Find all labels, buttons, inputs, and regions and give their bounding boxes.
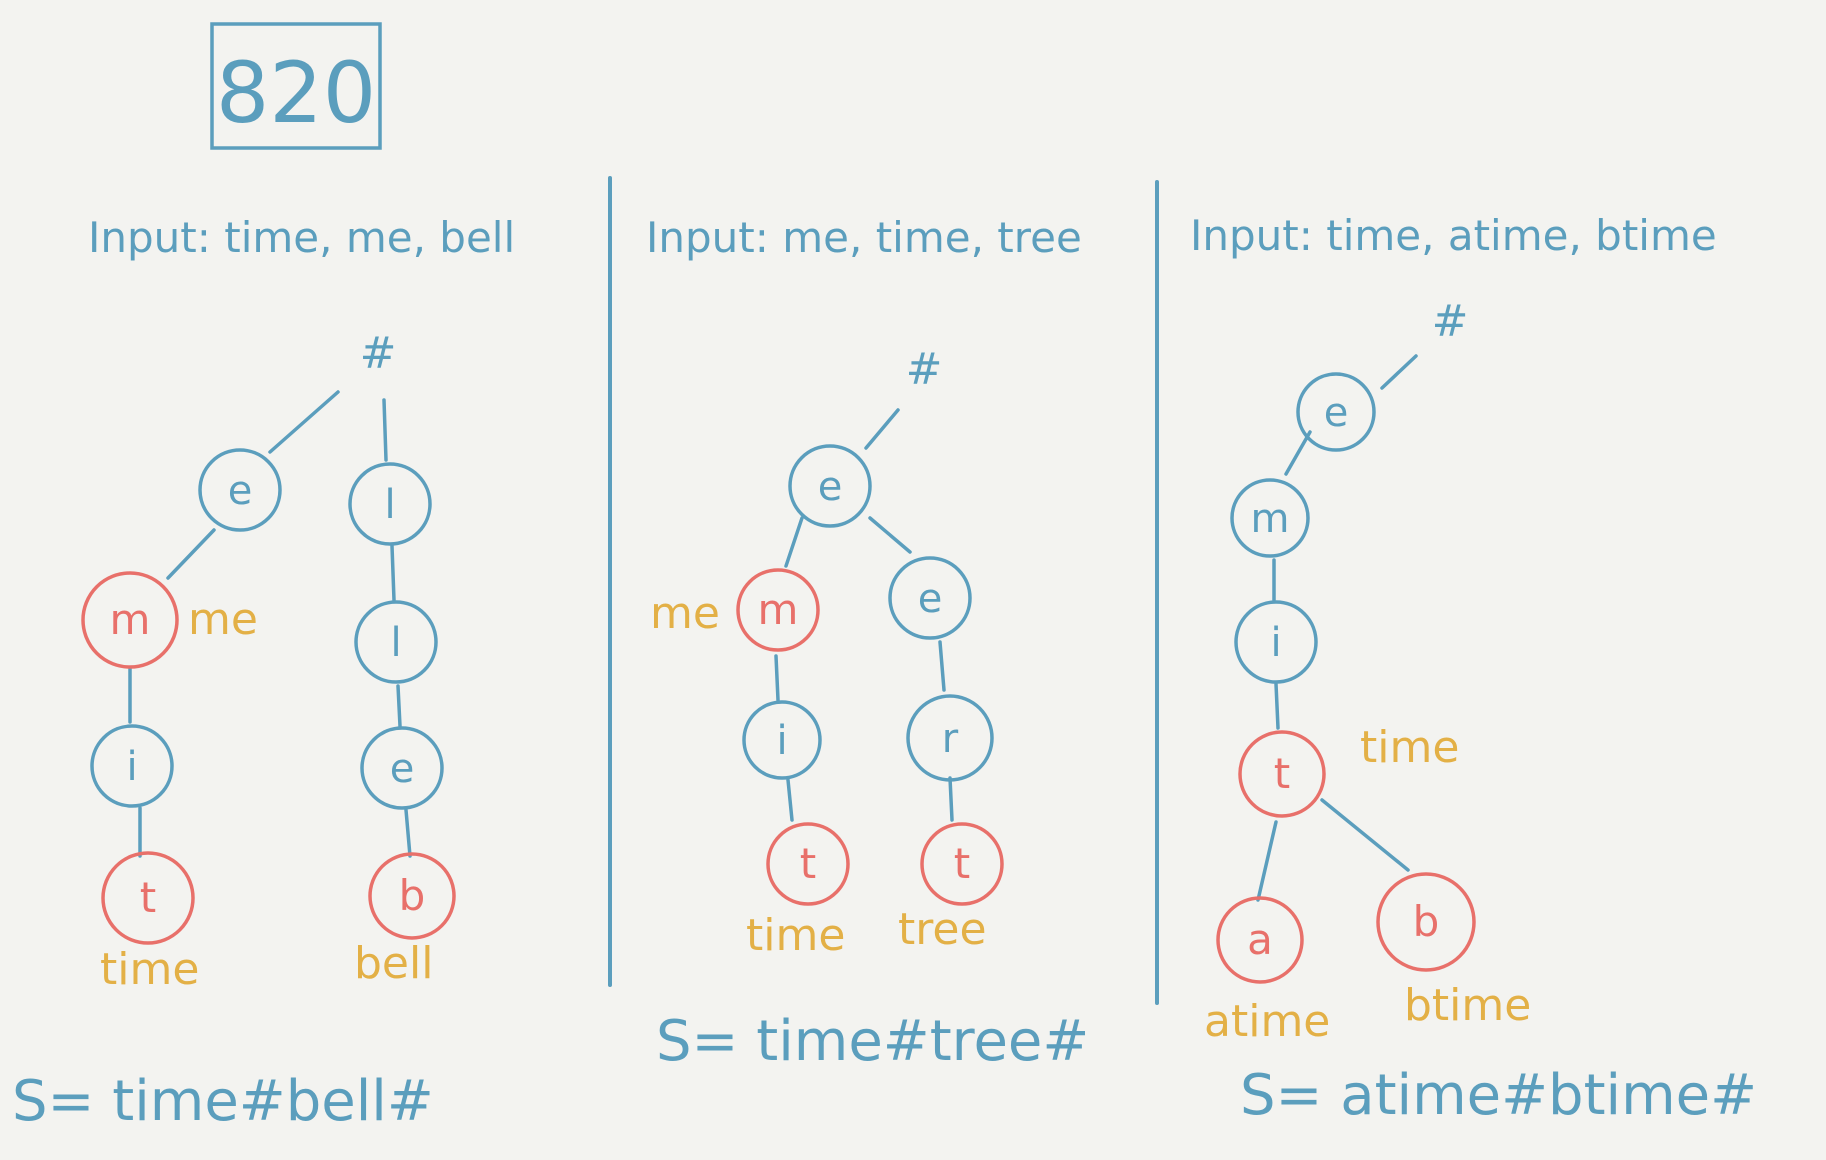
panel-2: Input: me, time, tree # e m i t e r t me… (646, 213, 1089, 1074)
problem-number: 820 (216, 44, 376, 142)
panel-2-word-tree: tree (898, 904, 987, 955)
panel-2-edge (784, 516, 804, 568)
panel-1-input: Input: time, me, bell (88, 213, 515, 262)
panel-1-node-l2 (354, 600, 438, 684)
panel-3-node-a (1216, 896, 1304, 984)
panel-2-edge (938, 640, 946, 692)
panel-2-node-t (766, 822, 850, 906)
panel-1-root: # (360, 328, 397, 379)
panel-1-node-l1-label: l (384, 482, 395, 528)
title-frame (210, 22, 382, 150)
panel-2-word-me: me (650, 588, 720, 639)
panel-2-edge (786, 778, 794, 822)
panel-2-edge (864, 408, 900, 450)
panel-2-edge (948, 776, 954, 822)
panel-2-node-m (736, 568, 820, 652)
panel-3-node-b-label: b (1413, 897, 1440, 946)
panel-1-node-e-label: e (228, 468, 253, 514)
panel-3-node-t (1238, 730, 1326, 818)
panel-3-node-a-label: a (1247, 915, 1273, 964)
panel-2-node-r-label: r (942, 716, 959, 762)
panel-1-node-b (368, 852, 456, 940)
panel-3-word-btime: btime (1404, 980, 1531, 1031)
panel-3-word-atime: atime (1204, 996, 1330, 1047)
panel-1-node-e2-label: e (390, 746, 415, 792)
panel-1-node-m-label: m (110, 595, 151, 644)
panel-2-edge (774, 654, 780, 702)
panel-2-node-i-label: i (776, 718, 787, 764)
panel-1-result: S= time#bell# (12, 1069, 434, 1134)
panel-3-result: S= atime#btime# (1240, 1063, 1757, 1128)
panel-3-edge (1274, 682, 1280, 730)
panel-1-word-bell: bell (354, 938, 433, 989)
panel-1-node-t (101, 851, 195, 945)
problem-number-box: 820 (210, 22, 382, 150)
panel-1-node-i (90, 724, 174, 808)
panel-2-node-i (742, 700, 822, 780)
panel-3-node-e (1296, 372, 1376, 452)
panel-1-node-b-label: b (399, 871, 426, 920)
panel-3-node-t-label: t (1274, 749, 1290, 798)
panel-1-node-t-label: t (140, 873, 156, 922)
panel-3-root: # (1432, 296, 1469, 347)
panel-1-node-l1 (348, 462, 432, 546)
panel-3: Input: time, atime, btime # e m i t a b … (1190, 211, 1757, 1128)
panel-3-word-time: time (1360, 722, 1459, 773)
panel-3-node-e-label: e (1324, 390, 1349, 436)
panel-1-word-time: time (100, 944, 199, 995)
panel-3-edge (1320, 798, 1410, 872)
panel-2-node-e2-label: e (918, 576, 943, 622)
panel-2-node-e (788, 444, 872, 528)
panel-3-node-m (1230, 478, 1310, 558)
panel-1-edge (382, 398, 388, 462)
panel-2-node-t-label: t (800, 839, 816, 888)
panel-1-node-e2 (360, 726, 444, 810)
panel-3-edge (1380, 354, 1418, 390)
panel-3-node-i (1234, 600, 1318, 684)
panel-3-edge (1284, 430, 1312, 476)
panel-3-input: Input: time, atime, btime (1190, 211, 1717, 260)
panel-2-result: S= time#tree# (656, 1009, 1089, 1074)
panel-1-edge (268, 390, 340, 454)
panel-2-word-time: time (746, 910, 845, 961)
panel-2-root: # (906, 344, 943, 395)
panel-3-edge (1256, 820, 1278, 902)
panel-1-word-me: me (188, 594, 258, 645)
panel-2-node-m-label: m (758, 585, 799, 634)
panel-2-edge (868, 516, 912, 554)
panel-1-node-i-label: i (126, 744, 137, 790)
panel-2-node-t2-label: t (954, 839, 970, 888)
panel-3-node-i-label: i (1270, 620, 1281, 666)
panel-1-edge (396, 684, 402, 728)
panel-1-edge (166, 528, 216, 580)
panel-1-node-e (198, 448, 282, 532)
panel-1-edge (390, 544, 396, 602)
panel-3-node-b (1376, 872, 1476, 972)
panel-1: Input: time, me, bell # e m i t l l e b … (12, 213, 515, 1134)
panel-3-node-m-label: m (1251, 496, 1290, 542)
panel-2-node-r (906, 694, 994, 782)
panel-2-input: Input: me, time, tree (646, 213, 1082, 262)
panel-1-node-m (81, 571, 179, 669)
panel-2-node-t2 (920, 822, 1004, 906)
panel-1-node-l2-label: l (390, 620, 401, 666)
panel-1-edge (404, 808, 412, 858)
panel-2-node-e-label: e (818, 464, 843, 510)
panel-2-node-e2 (888, 556, 972, 640)
